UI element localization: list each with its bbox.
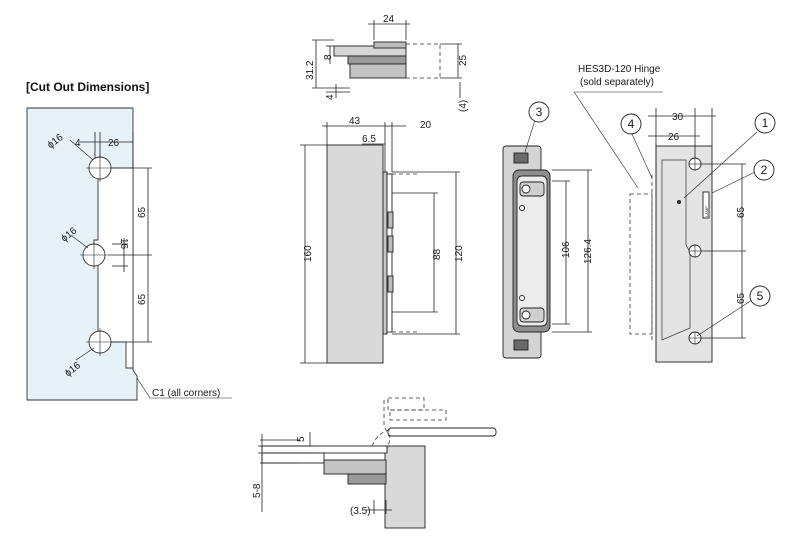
callout-4: 4 bbox=[628, 117, 635, 131]
cutout-dim-65a: 65 bbox=[137, 206, 148, 218]
callout-4-circle bbox=[620, 113, 642, 135]
side-dim-160: 160 bbox=[303, 245, 314, 262]
cutout-hole bbox=[93, 167, 134, 369]
front-dim-126-4: 126.4 bbox=[583, 239, 594, 264]
callout-3-circle bbox=[528, 101, 550, 123]
callout-3: 3 bbox=[536, 105, 543, 119]
top-dim-31-2: 31.2 bbox=[305, 60, 316, 80]
cutout-dim-26: 26 bbox=[108, 138, 120, 149]
bottom-dim-5-8: 5-8 bbox=[252, 483, 263, 498]
top-dim-8: 8 bbox=[323, 54, 334, 60]
callouts: 1 2 3 4 5 bbox=[528, 101, 776, 307]
front-dim-106: 106 bbox=[561, 241, 572, 258]
cutout-panel-group: ϕ16 4 26 ϕ16 16 65 65 ϕ16 C1 (all corner… bbox=[26, 107, 232, 401]
top-dim-25: 25 bbox=[458, 54, 469, 66]
side-dim-120: 120 bbox=[454, 245, 465, 262]
hinge-brand-label: LAMP bbox=[704, 206, 709, 217]
top-dim-4: 4 bbox=[325, 94, 336, 100]
bottom-view: 5 5-8 (3.5) bbox=[252, 397, 497, 529]
bottom-dim-5: 5 bbox=[296, 436, 307, 442]
hinge-note-line1: HES3D-120 Hinge bbox=[578, 64, 661, 75]
callout-5-circle bbox=[749, 285, 771, 307]
hinge-dim-65a: 65 bbox=[736, 206, 747, 218]
hinge-dim-65b: 65 bbox=[736, 292, 747, 304]
top-dim-4p: (4) bbox=[458, 100, 469, 112]
cutout-dim-4: 4 bbox=[75, 138, 81, 149]
hinge-note-line2: (sold separately) bbox=[580, 77, 654, 88]
bottom-dim-3-5: (3.5) bbox=[350, 506, 371, 517]
callout-2: 2 bbox=[761, 163, 768, 177]
cutout-c1-label: C1 (all corners) bbox=[152, 388, 220, 399]
side-view: 43 20 6.5 160 88 120 bbox=[300, 116, 465, 364]
cutout-dim-65b: 65 bbox=[137, 293, 148, 305]
hinge-dim-26: 26 bbox=[668, 132, 680, 143]
side-dim-20: 20 bbox=[420, 120, 432, 131]
callout-5: 5 bbox=[757, 289, 764, 303]
callout-1-circle bbox=[754, 112, 776, 134]
side-dim-43: 43 bbox=[349, 116, 361, 127]
front-view: 106 126.4 bbox=[502, 119, 594, 359]
cutout-dim-16: 16 bbox=[118, 238, 129, 250]
callout-2-circle bbox=[753, 159, 775, 181]
cutout-title: [Cut Out Dimensions] bbox=[26, 80, 150, 94]
top-view: 24 31.2 8 4 25 (4) bbox=[305, 14, 469, 112]
side-dim-88: 88 bbox=[432, 248, 443, 260]
hinge-view: LAMP 30 26 65 65 HES3D-120 Hinge (sold s… bbox=[573, 64, 758, 363]
side-dim-6-5: 6.5 bbox=[362, 134, 376, 145]
callout-1: 1 bbox=[762, 116, 769, 130]
hinge-dim-30: 30 bbox=[672, 112, 684, 123]
top-dim-24: 24 bbox=[383, 14, 395, 25]
